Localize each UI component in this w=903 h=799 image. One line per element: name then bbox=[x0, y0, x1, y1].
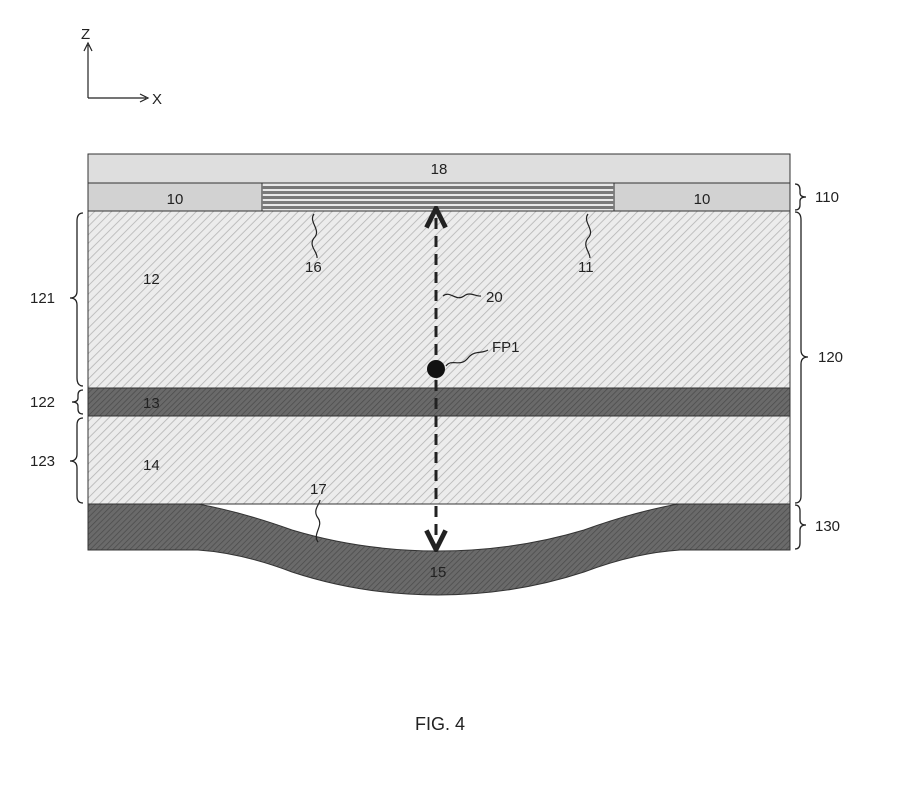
brace-110 bbox=[794, 183, 807, 211]
group-121-label: 121 bbox=[30, 290, 55, 307]
beam-label: 20 bbox=[486, 289, 503, 306]
leader-17 bbox=[315, 499, 321, 543]
layer-12-label: 12 bbox=[143, 271, 160, 288]
group-110-label: 110 bbox=[815, 189, 839, 206]
stack-lines-label: 16 bbox=[305, 259, 322, 276]
top-cover-label: 18 bbox=[431, 161, 448, 178]
stack-interface-label: 11 bbox=[578, 259, 594, 276]
brace-121 bbox=[69, 212, 84, 387]
group-123-label: 123 bbox=[30, 453, 55, 470]
brace-122 bbox=[71, 389, 84, 415]
central-stack bbox=[261, 182, 615, 212]
brace-123 bbox=[69, 417, 84, 504]
left-block bbox=[87, 182, 263, 212]
leader-fp1 bbox=[445, 349, 489, 367]
left-block-label: 10 bbox=[167, 191, 184, 208]
group-122-label: 122 bbox=[30, 394, 55, 411]
bottom-lens-layer bbox=[87, 503, 791, 596]
figure-caption: FIG. 4 bbox=[415, 714, 465, 734]
leader-16 bbox=[311, 213, 318, 259]
group-130-label: 130 bbox=[815, 518, 840, 535]
focal-point-marker bbox=[427, 360, 445, 378]
group-120-label: 120 bbox=[818, 349, 843, 366]
brace-120 bbox=[794, 211, 809, 504]
axis-indicator: Z X bbox=[81, 26, 162, 108]
leader-20 bbox=[442, 293, 482, 299]
top-cover-layer bbox=[87, 153, 791, 184]
right-block-label: 10 bbox=[694, 191, 711, 208]
z-axis-label: Z bbox=[81, 26, 90, 43]
brace-130 bbox=[794, 504, 807, 550]
focal-point-label: FP1 bbox=[492, 339, 520, 356]
layer-13-label: 13 bbox=[143, 395, 160, 412]
layer-14 bbox=[87, 415, 791, 505]
bottom-lens-label: 15 bbox=[430, 564, 447, 581]
layer-13 bbox=[87, 387, 791, 417]
x-axis-label: X bbox=[152, 91, 162, 108]
layer-14-label: 14 bbox=[143, 457, 160, 474]
leader-11 bbox=[585, 213, 592, 259]
lens-surface-label: 17 bbox=[310, 481, 327, 498]
